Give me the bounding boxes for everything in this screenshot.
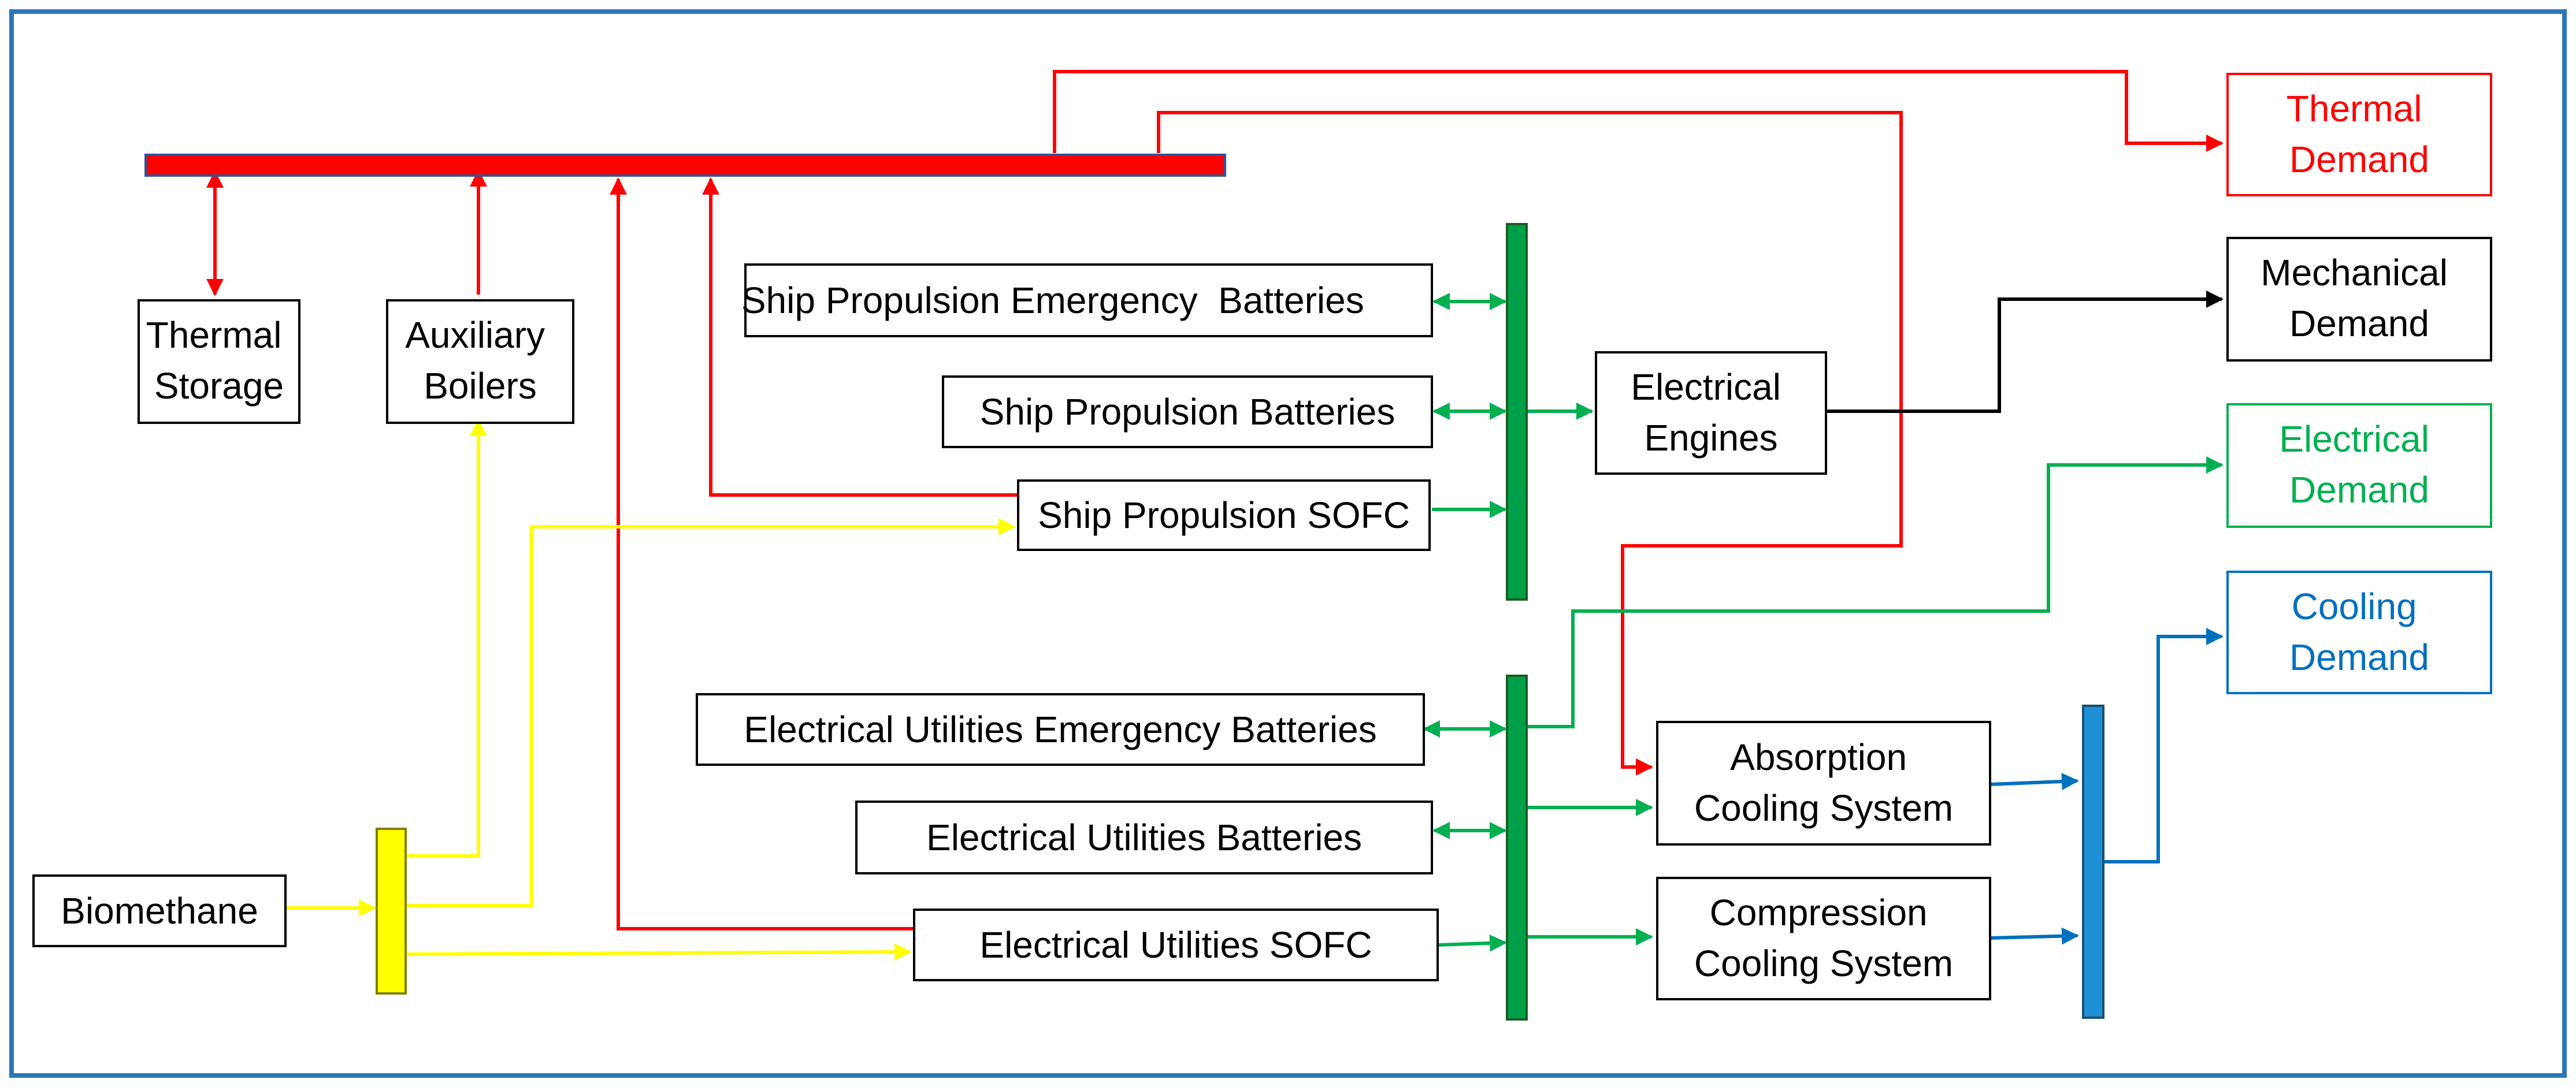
- svg-text:Compression Cooling Sy: Compression Cooling System: [1694, 892, 1953, 984]
- node-label-line: Electrical: [1631, 366, 1781, 408]
- ship-propulsion-sofc-node: Ship Propulsion SOFC: [1017, 479, 1431, 551]
- node-label-line: Demand: [2289, 636, 2429, 678]
- svg-text:Ship Propulsion SOFC: Ship Propulsion SOFC: [1038, 494, 1410, 536]
- sp-sofc-heat-link: [702, 177, 1017, 497]
- electrical-utilities-batteries-node: Electrical Utilities Batteries: [855, 801, 1433, 874]
- ship-propulsion-batteries-node: Ship Propulsion Batteries: [942, 375, 1433, 448]
- svg-text:Electrical Utilities Emergency: Electrical Utilities Emergency Batteries: [744, 709, 1376, 750]
- thermal-storage-node: Thermal Storage: [138, 299, 300, 424]
- cooling-bus: [2082, 705, 2104, 1019]
- electrical-utilities-emergency-batteries-node: Electrical Utilities Emergency Batteries: [696, 693, 1425, 766]
- node-label-line: Engines: [1644, 417, 1777, 459]
- heat-bus: [144, 154, 1226, 177]
- node-label-line: Auxiliary: [405, 314, 545, 356]
- thermal-demand-node: Thermal Demand: [2226, 73, 2492, 196]
- svg-text:Thermal Demand: Thermal Demand: [2287, 88, 2433, 180]
- eu-sofc-to-bus: [1438, 934, 1507, 952]
- cooling-demand-node: Cooling Demand: [2226, 571, 2492, 694]
- node-label-line: Ship Propulsion Emergency Batteries: [741, 280, 1364, 321]
- biomethane-node: Biomethane: [32, 874, 287, 947]
- auxiliary-boilers-node: Auxiliary Boilers: [386, 299, 574, 424]
- mechanical-demand-node: Mechanical Demand: [2226, 237, 2492, 362]
- propulsion-electrical-bus: [1506, 223, 1528, 601]
- heat-bus-to-thermal-demand: [1053, 70, 2224, 153]
- absorption-to-cooling-bus: [1990, 773, 2079, 791]
- fuel-to-eu-sofc: [405, 943, 912, 961]
- node-label-line: Cooling: [2292, 586, 2417, 627]
- node-label-line: Thermal: [146, 314, 282, 356]
- svg-text:Electrical Utilities SOFC: Electrical Utilities SOFC: [979, 924, 1372, 966]
- node-label-line: Electrical Utilities SOFC: [979, 924, 1372, 966]
- node-label-line: Electrical Utilities Batteries: [926, 817, 1362, 858]
- ship-propulsion-emergency-batteries-node: Ship Propulsion Emergency Batteries: [0, 0, 1436, 337]
- engines-to-mechanical-demand: [1827, 291, 2224, 413]
- node-label-line: Demand: [2289, 139, 2429, 180]
- svg-text:Electrical Engines: Electrical Engines: [1631, 366, 1791, 459]
- compression-cooling-system-node: Compression Cooling System: [1656, 877, 1991, 1000]
- compression-to-cooling-bus: [1990, 927, 2079, 945]
- svg-text:Electrical Utilities Batteries: Electrical Utilities Batteries: [926, 817, 1362, 858]
- node-label-line: Electrical Utilities Emergency Batteries: [744, 709, 1376, 750]
- heat-bus-to-absorption: [1157, 111, 1903, 776]
- svg-text:Electrical Demand: Electrical Demand: [2279, 418, 2439, 511]
- eu-sofc-heat-link: [610, 177, 913, 930]
- node-label-line: Thermal: [2287, 88, 2422, 129]
- absorption-cooling-system-node: Absorption Cooling System: [1656, 721, 1991, 846]
- node-label-line: Boilers: [424, 365, 537, 407]
- bus-to-electrical-demand: [1527, 456, 2224, 728]
- node-label-line: Demand: [2289, 469, 2429, 511]
- fuel-to-boilers: [406, 419, 487, 858]
- node-label-line: Biomethane: [61, 890, 258, 932]
- cooling-bus-to-cooling-demand: [2103, 628, 2224, 863]
- svg-text:Ship Propulsion Batteries: Ship Propulsion Batteries: [980, 391, 1395, 433]
- node-label-line: Ship Propulsion SOFC: [1038, 494, 1410, 536]
- electrical-utilities-sofc-node: Electrical Utilities SOFC: [913, 909, 1439, 981]
- node-label-line: Compression: [1710, 892, 1928, 933]
- svg-text:Auxiliary Boilers: Auxiliary Boilers: [405, 314, 555, 407]
- svg-text:Ship Propulsion Emergency Bat: Ship Propulsion Emergency Batteries: [0, 0, 1436, 321]
- node-label-line: Cooling System: [1694, 943, 1953, 984]
- node-label-line: Electrical: [2279, 418, 2429, 460]
- fuel-to-sp-sofc: [406, 518, 1016, 907]
- node-label-line: Storage: [154, 365, 284, 407]
- node-label-line: Demand: [2289, 303, 2429, 344]
- utilities-electrical-bus: [1506, 675, 1528, 1021]
- svg-text:Cooling Demand: Cooling Demand: [2289, 586, 2429, 678]
- electrical-engines-node: Electrical Engines: [1595, 351, 1827, 475]
- fuel-splitter: [376, 828, 407, 995]
- node-label-line: Absorption: [1730, 736, 1907, 778]
- electrical-demand-node: Electrical Demand: [2226, 403, 2492, 528]
- node-label-line: Cooling System: [1694, 787, 1953, 829]
- svg-text:Absorption Cooling Sys: Absorption Cooling System: [1694, 736, 1953, 829]
- svg-text:Mechanical Demand: Mechanical Demand: [2261, 252, 2458, 344]
- node-label-line: Mechanical: [2261, 252, 2448, 293]
- svg-text:Thermal Storage: Thermal Storage: [146, 314, 292, 407]
- svg-text:Biomethane: Biomethane: [61, 890, 258, 932]
- node-label-line: Ship Propulsion Batteries: [980, 391, 1395, 433]
